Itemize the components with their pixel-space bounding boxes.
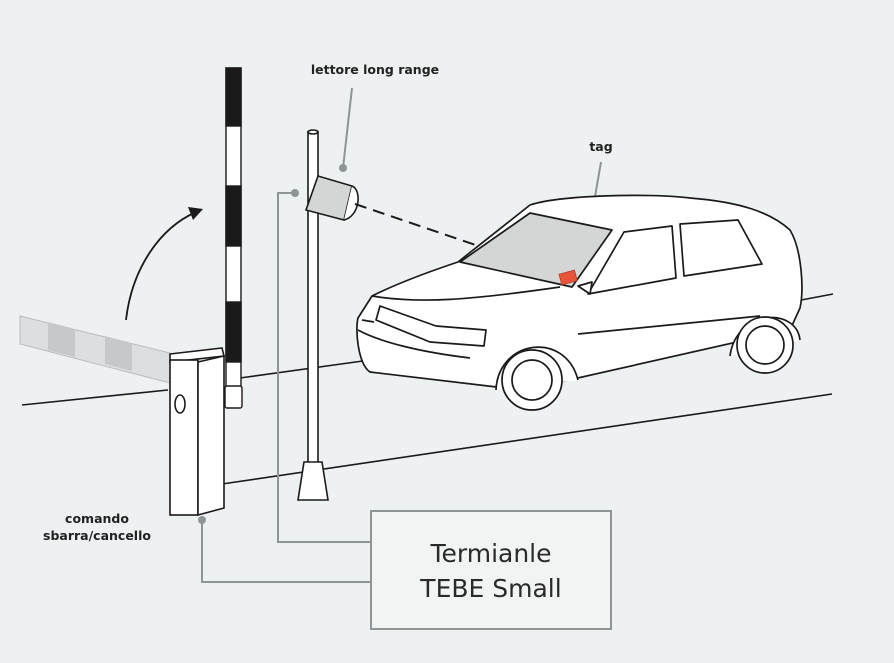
tag-label: tag xyxy=(589,139,612,154)
barrier-cabinet xyxy=(169,347,225,517)
connector-reader-terminal xyxy=(277,192,372,543)
car xyxy=(356,194,803,411)
rotation-arrow xyxy=(125,207,203,321)
connector-cabinet-terminal xyxy=(201,520,372,583)
terminal-label-line2: TEBE Small xyxy=(419,574,561,603)
road-far-edge-mid xyxy=(239,359,371,379)
headlight xyxy=(375,305,487,347)
command-label-line2: sbarra/cancello xyxy=(43,528,151,543)
long-range-reader xyxy=(304,175,359,221)
reader-pole xyxy=(297,129,329,501)
terminal-label-line1: Termianle xyxy=(429,539,551,568)
rear-side-window xyxy=(679,219,763,277)
barrier-arm-lowered xyxy=(19,315,171,384)
terminal-box xyxy=(370,510,612,630)
reader-label: lettore long range xyxy=(311,62,439,77)
front-side-window xyxy=(587,225,677,295)
connector-dots xyxy=(198,164,347,524)
pointer-reader xyxy=(342,87,353,169)
command-label-line1: comando xyxy=(65,511,129,526)
rfid-tag xyxy=(558,269,578,286)
road-far-edge xyxy=(21,389,169,406)
windshield xyxy=(459,212,613,288)
barrier-arm-raised xyxy=(224,67,243,409)
